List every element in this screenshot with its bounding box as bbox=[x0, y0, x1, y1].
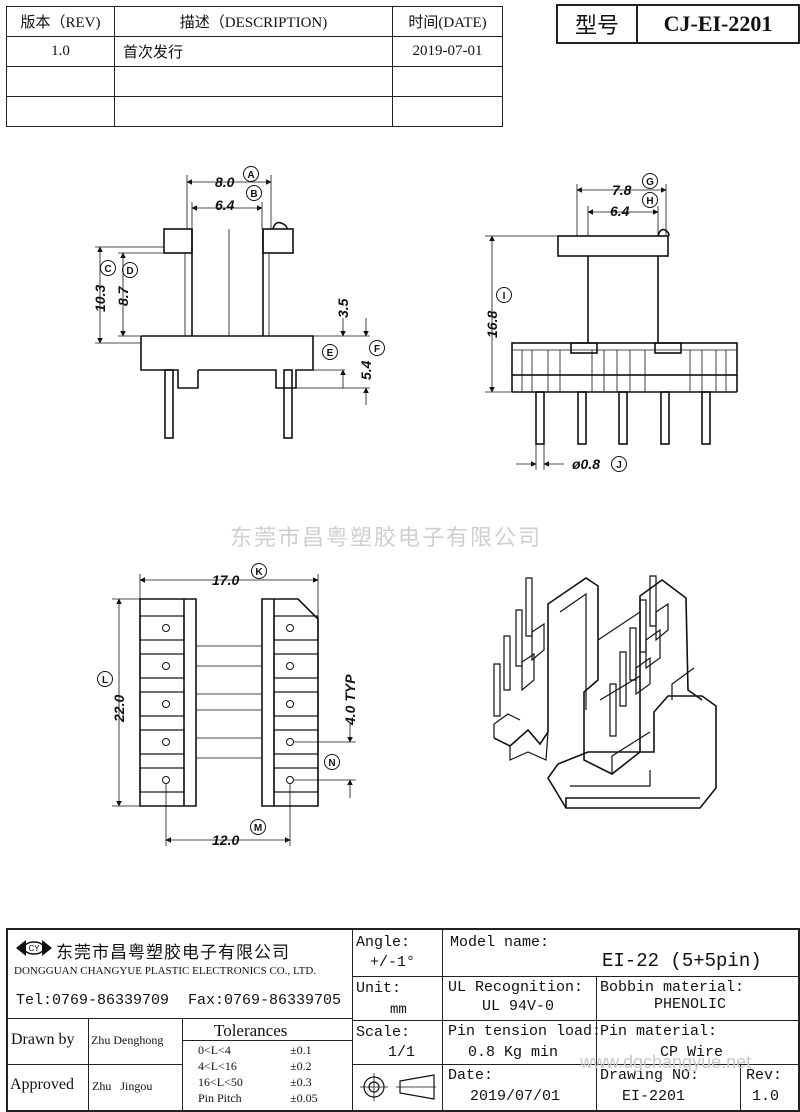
dim-l-value: 22.0 bbox=[111, 695, 127, 723]
date-cell: 2019-07-01 bbox=[392, 36, 503, 67]
fax: Fax:0769-86339705 bbox=[188, 992, 342, 1009]
tolerance-value: ±0.1 bbox=[290, 1043, 312, 1057]
isometric-view bbox=[493, 575, 717, 809]
pin-material-label: Pin material: bbox=[600, 1023, 718, 1040]
description-header: 描述（DESCRIPTION) bbox=[114, 6, 393, 37]
dim-c-value: 10.3 bbox=[92, 285, 108, 312]
dim-k-value: 17.0 bbox=[212, 572, 239, 588]
date-cell bbox=[392, 66, 503, 97]
pin-tension-value: 0.8 Kg min bbox=[468, 1044, 559, 1061]
ul-label: UL Recognition: bbox=[448, 979, 584, 996]
unit-label: Unit: bbox=[356, 980, 402, 997]
tolerance-value: ±0.3 bbox=[290, 1075, 312, 1089]
drawing-no-label: Drawing NO: bbox=[600, 1067, 700, 1084]
tag-h: H bbox=[646, 196, 653, 207]
drawing-no-value: EI-2201 bbox=[622, 1088, 686, 1105]
tolerance-range: 0<L<4 bbox=[198, 1043, 231, 1057]
dim-d-value: 8.7 bbox=[115, 285, 131, 306]
dim-b-value: 6.4 bbox=[215, 197, 235, 213]
dim-h-value: 6.4 bbox=[610, 203, 630, 219]
tolerance-value: ±0.05 bbox=[290, 1091, 318, 1105]
scale-label: Scale: bbox=[356, 1024, 411, 1041]
drawn-by-label: Drawn by bbox=[11, 1031, 75, 1048]
tel: Tel:0769-86339709 bbox=[16, 992, 170, 1009]
watermark-url: www.dgchangyue.net bbox=[580, 1052, 752, 1072]
tag-n: N bbox=[328, 758, 335, 769]
model-box: 型号 CJ-EI-2201 bbox=[556, 4, 800, 44]
tolerance-range: 16<L<50 bbox=[198, 1075, 243, 1089]
projection-symbol-icon bbox=[360, 1073, 436, 1101]
rev-cell bbox=[6, 96, 115, 127]
date-value: 2019/07/01 bbox=[470, 1088, 561, 1105]
tag-g: G bbox=[646, 177, 654, 188]
model-name-label: Model name: bbox=[450, 934, 550, 951]
pin-material-value: CP Wire bbox=[660, 1044, 724, 1061]
front-view bbox=[95, 175, 370, 439]
approved-value: Zhu Jingou bbox=[92, 1079, 153, 1093]
technical-drawing: 8.0 6.4 10.3 8.7 3.5 5.4 7.8 6.4 16.8 ø0… bbox=[92, 166, 738, 848]
tolerance-range: Pin Pitch bbox=[198, 1091, 242, 1105]
tag-l: L bbox=[102, 675, 108, 686]
tag-i: I bbox=[503, 291, 506, 302]
rev-value: 1.0 bbox=[752, 1088, 780, 1105]
rev-cell: 1.0 bbox=[6, 36, 115, 67]
tolerance-range: 4<L<16 bbox=[198, 1059, 237, 1073]
scale-value: 1/1 bbox=[388, 1044, 416, 1061]
dim-a-value: 8.0 bbox=[215, 174, 235, 190]
watermark: 东莞市昌粤塑胶电子有限公司 bbox=[230, 526, 543, 551]
dim-f-value: 5.4 bbox=[358, 360, 374, 380]
bobbin-material-label: Bobbin material: bbox=[600, 979, 745, 996]
bottom-view bbox=[112, 574, 356, 846]
model-label: 型号 bbox=[558, 6, 638, 42]
model-name-value: EI-22 (5+5pin) bbox=[602, 950, 762, 972]
date-cell bbox=[392, 96, 503, 127]
revision-table: 版本（REV) 描述（DESCRIPTION) 时间(DATE) 1.0 首次发… bbox=[6, 6, 503, 127]
description-cell bbox=[114, 96, 393, 127]
bobbin-material-value: PHENOLIC bbox=[654, 996, 727, 1013]
angle-value: +/-1° bbox=[370, 954, 416, 971]
dim-j-value: ø0.8 bbox=[572, 456, 600, 472]
tag-j: J bbox=[616, 460, 622, 471]
ul-value: UL 94V-0 bbox=[482, 998, 555, 1015]
model-value: CJ-EI-2201 bbox=[663, 11, 773, 36]
tolerance-value: ±0.2 bbox=[290, 1059, 312, 1073]
rev-cell bbox=[6, 66, 115, 97]
drawn-by-value: Zhu Denghong bbox=[91, 1033, 164, 1047]
tag-c: C bbox=[104, 264, 111, 275]
dim-n-value: 4.0 TYP bbox=[342, 674, 358, 726]
angle-label: Angle: bbox=[356, 934, 411, 951]
side-view bbox=[485, 184, 738, 470]
tolerances-label: Tolerances bbox=[214, 1021, 288, 1040]
tag-e: E bbox=[327, 348, 334, 359]
date-label: Date: bbox=[448, 1067, 494, 1084]
tag-d: D bbox=[126, 266, 133, 277]
svg-text:CY: CY bbox=[28, 944, 40, 953]
rev-header: 版本（REV) bbox=[6, 6, 115, 37]
tag-k: K bbox=[255, 567, 263, 578]
unit-value: mm bbox=[390, 1002, 407, 1018]
tag-b: B bbox=[250, 189, 257, 200]
approved-label: Approved bbox=[10, 1076, 74, 1093]
dim-m-value: 12.0 bbox=[212, 832, 239, 848]
tag-f: F bbox=[374, 344, 380, 355]
title-block: CY 东莞市昌粤塑胶电子有限公司 DONGGUAN CHANGYUE PLAST… bbox=[6, 928, 800, 1112]
dim-i-value: 16.8 bbox=[484, 311, 500, 338]
dim-g-value: 7.8 bbox=[612, 182, 632, 198]
dim-e-value: 3.5 bbox=[335, 298, 351, 318]
pin-tension-label: Pin tension load: bbox=[448, 1023, 602, 1040]
company-name-cn: 东莞市昌粤塑胶电子有限公司 bbox=[56, 943, 290, 963]
tag-a: A bbox=[247, 170, 254, 181]
rev-label: Rev: bbox=[746, 1067, 783, 1084]
tag-m: M bbox=[254, 823, 262, 834]
company-name-en: DONGGUAN CHANGYUE PLASTIC ELECTRONICS CO… bbox=[14, 965, 317, 977]
logo-icon: CY bbox=[16, 940, 52, 956]
